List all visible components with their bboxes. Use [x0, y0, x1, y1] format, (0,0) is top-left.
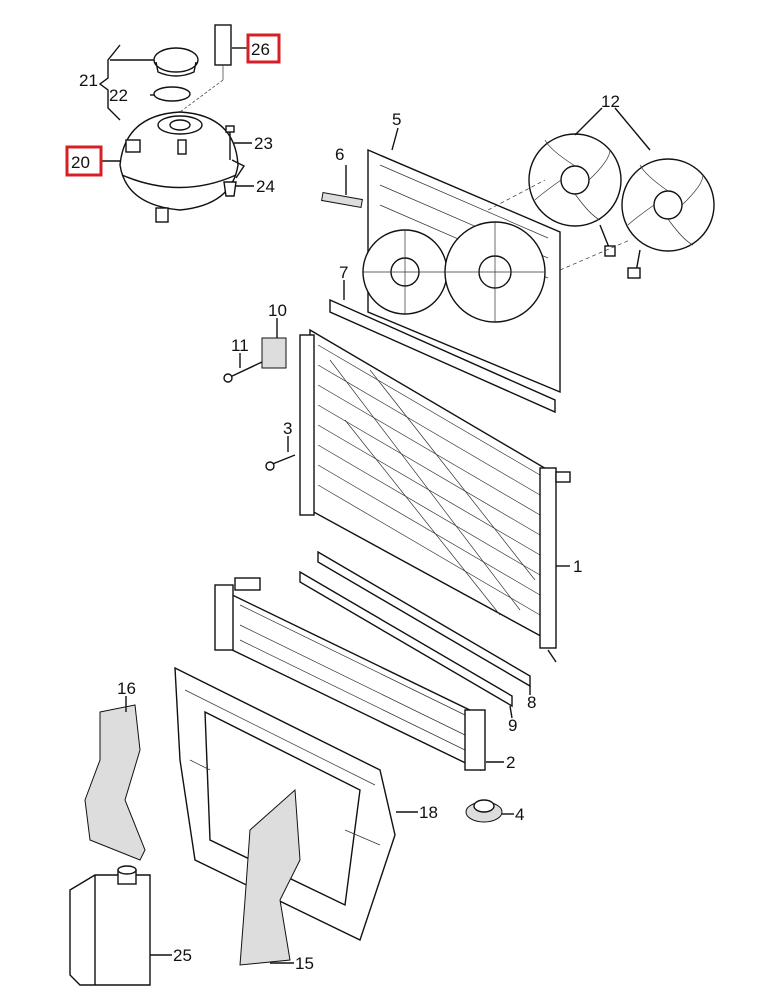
fan-right[interactable] — [621, 158, 715, 279]
callout-6[interactable]: 6 — [335, 145, 344, 164]
radiator[interactable] — [299, 328, 571, 663]
callout-25[interactable]: 25 — [173, 946, 192, 965]
callout-11[interactable]: 11 — [231, 336, 249, 355]
callout-18[interactable]: 18 — [419, 803, 438, 822]
o-ring[interactable] — [153, 86, 191, 102]
callout-22[interactable]: 22 — [109, 86, 128, 105]
air-duct-15[interactable] — [239, 788, 301, 966]
callout-8[interactable]: 8 — [527, 693, 536, 712]
callout-1[interactable]: 1 — [573, 557, 582, 576]
callout-16[interactable]: 16 — [117, 679, 136, 698]
coolant-canister[interactable] — [69, 865, 151, 986]
callout-2[interactable]: 2 — [506, 753, 515, 772]
bolt-11[interactable] — [223, 361, 263, 383]
seal-strip-6[interactable] — [321, 192, 363, 208]
charge-air-cooler[interactable] — [214, 577, 486, 772]
clip-24[interactable] — [223, 181, 237, 197]
callout-3[interactable]: 3 — [283, 419, 292, 438]
grommet-4[interactable] — [465, 799, 503, 823]
callout-7[interactable]: 7 — [339, 263, 348, 282]
callout-9[interactable]: 9 — [508, 716, 517, 735]
bolt-23[interactable] — [225, 125, 235, 160]
callout-10[interactable]: 10 — [268, 301, 287, 320]
callout-23[interactable]: 23 — [254, 134, 273, 153]
callout-20[interactable]: 20 — [71, 153, 90, 172]
callout-21[interactable]: 21 — [79, 71, 98, 90]
callout-5[interactable]: 5 — [392, 110, 401, 129]
fan-shroud[interactable] — [362, 148, 561, 394]
level-sender[interactable] — [179, 24, 232, 113]
air-duct-16[interactable] — [84, 704, 146, 861]
filler-cap[interactable] — [153, 47, 199, 77]
seal-strip-7[interactable] — [329, 298, 556, 414]
callout-24[interactable]: 24 — [256, 177, 275, 196]
highlight-box-26 — [246, 33, 281, 64]
mount-10[interactable] — [261, 337, 287, 369]
bolt-3[interactable] — [265, 454, 296, 471]
expansion-tank[interactable] — [119, 111, 246, 223]
callout-26[interactable]: 26 — [251, 40, 270, 59]
fan-left[interactable] — [528, 133, 622, 257]
highlight-box-20 — [65, 145, 103, 177]
callout-12[interactable]: 12 — [601, 92, 620, 111]
seal-strip-9[interactable] — [299, 570, 513, 708]
callout-15[interactable]: 15 — [295, 954, 314, 973]
callout-4[interactable]: 4 — [515, 805, 524, 824]
